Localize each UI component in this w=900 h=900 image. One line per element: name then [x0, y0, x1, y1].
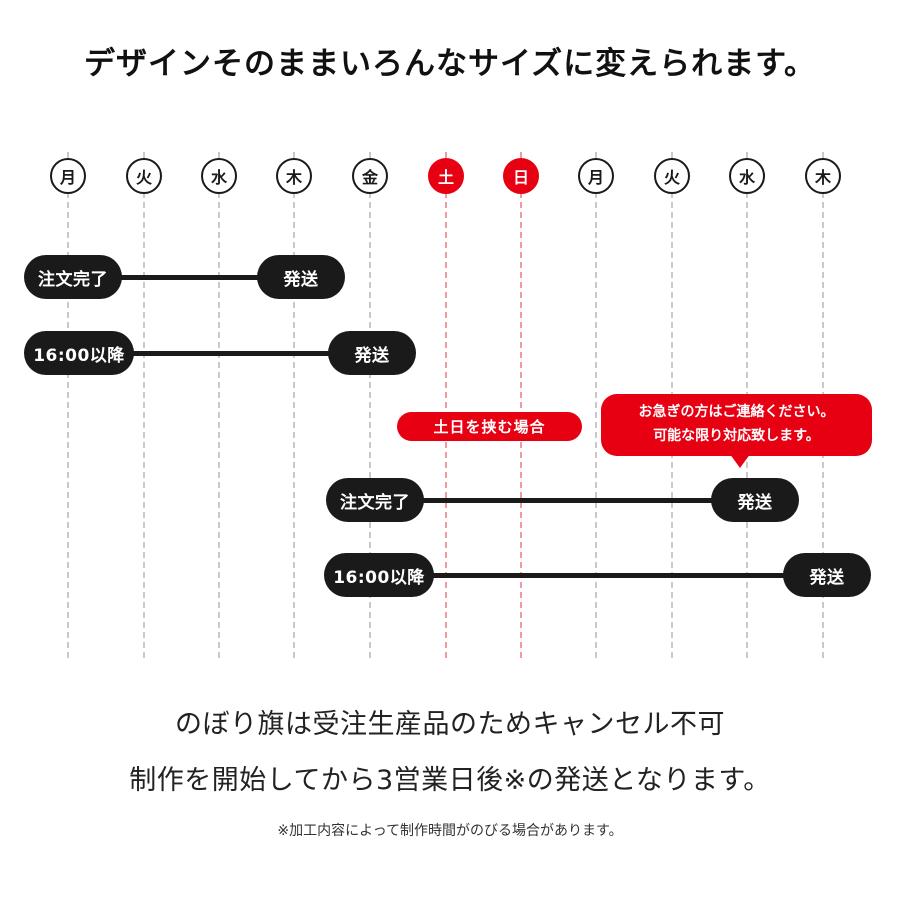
page-title: デザインそのままいろんなサイズに変えられます。 — [84, 46, 816, 82]
day-label: 木 — [814, 168, 831, 187]
day-circle-tue2: 火 — [654, 158, 690, 194]
rush-callout: お急ぎの方はご連絡ください。 可能な限り対応致します。 — [601, 394, 872, 456]
after-1600-pill-row2: 16:00以降 — [24, 331, 134, 375]
day-circle-wed1: 水 — [201, 158, 237, 194]
day-circle-tue1: 火 — [126, 158, 162, 194]
grid-line-tue1 — [143, 152, 145, 658]
grid-line-mon1 — [67, 152, 69, 658]
day-label: 日 — [512, 168, 529, 187]
day-label: 土 — [437, 168, 454, 187]
timeline-connector-row2 — [79, 351, 372, 356]
grid-line-sun — [520, 152, 522, 658]
grid-line-sat — [445, 152, 447, 658]
day-label: 月 — [587, 168, 604, 187]
day-label: 木 — [285, 168, 302, 187]
ship-pill-row3: 発送 — [711, 478, 799, 522]
weekend-banner: 土日を挟む場合 — [397, 412, 582, 441]
day-circle-fri1: 金 — [352, 158, 388, 194]
day-circle-thu2: 木 — [805, 158, 841, 194]
grid-line-wed1 — [218, 152, 220, 658]
footer-line2: 制作を開始してから3営業日後※の発送となります。 — [129, 765, 771, 796]
day-circle-mon2: 月 — [578, 158, 614, 194]
ship-pill-row2: 発送 — [328, 331, 416, 375]
rush-callout-line1: お急ぎの方はご連絡ください。 — [638, 404, 835, 420]
timeline-connector-row4 — [379, 573, 827, 578]
rush-callout-tail-icon — [727, 450, 753, 468]
timeline-connector-row1 — [73, 275, 301, 280]
ship-pill-row4: 発送 — [783, 553, 871, 597]
grid-line-fri1 — [369, 152, 371, 658]
day-circle-thu1: 木 — [276, 158, 312, 194]
order-complete-pill-row1: 注文完了 — [24, 255, 122, 299]
day-circle-sun: 日 — [503, 158, 539, 194]
order-complete-pill-row3: 注文完了 — [326, 478, 424, 522]
timeline-connector-row3 — [375, 498, 755, 503]
day-label: 月 — [59, 168, 76, 187]
footer-line1: のぼり旗は受注生産品のためキャンセル不可 — [175, 709, 725, 740]
day-circle-sat: 土 — [428, 158, 464, 194]
day-label: 金 — [361, 168, 378, 187]
day-label: 水 — [210, 168, 227, 187]
footer-note: ※加工内容によって制作時間がのびる場合があります。 — [277, 823, 623, 839]
grid-line-thu1 — [293, 152, 295, 658]
day-circle-mon1: 月 — [50, 158, 86, 194]
day-label: 水 — [738, 168, 755, 187]
day-circle-wed2: 水 — [729, 158, 765, 194]
grid-line-mon2 — [595, 152, 597, 658]
day-label: 火 — [135, 168, 152, 187]
ship-pill-row1: 発送 — [257, 255, 345, 299]
day-label: 火 — [663, 168, 680, 187]
after-1600-pill-row4: 16:00以降 — [324, 553, 434, 597]
rush-callout-line2: 可能な限り対応致します。 — [653, 427, 820, 444]
